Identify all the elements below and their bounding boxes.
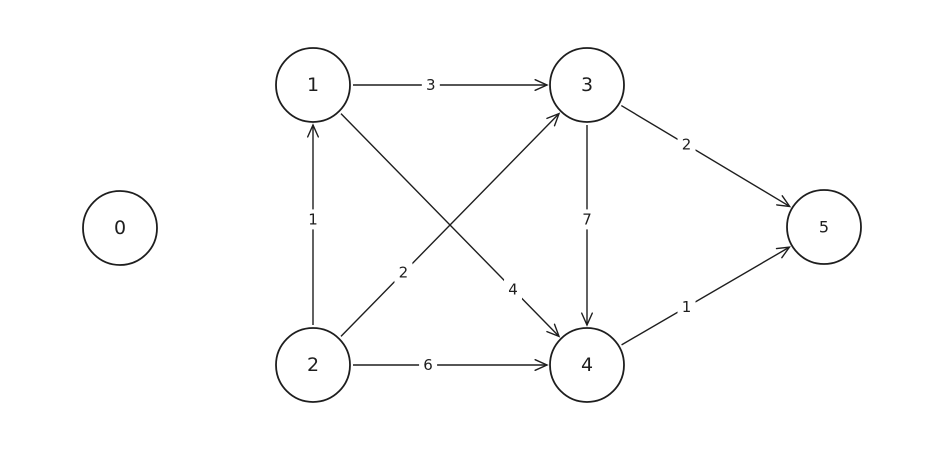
edge-4-5: 1 — [621, 246, 791, 346]
nodes-layer: 0 1 2 3 4 5 — [82, 47, 862, 403]
node-label: 2 — [307, 354, 319, 376]
edge-2-1: 1 — [304, 123, 322, 325]
arrowhead-icon — [580, 312, 594, 327]
arrowhead-icon — [775, 246, 791, 259]
edge-line-2-3 — [340, 113, 560, 337]
edge-label-background — [677, 297, 696, 318]
node-label: 3 — [581, 74, 593, 96]
edge-label-background — [304, 209, 322, 230]
edge-weight-label: 4 — [508, 280, 518, 298]
edge-weight-label: 1 — [682, 298, 692, 316]
node-2: 2 — [275, 327, 351, 403]
node-circle — [82, 190, 158, 266]
node-circle — [275, 47, 351, 123]
node-circle — [549, 327, 625, 403]
edge-label-background — [394, 262, 413, 283]
edge-label-background — [677, 134, 696, 155]
edge-3-4: 7 — [578, 125, 596, 327]
arrowhead-icon — [534, 78, 549, 92]
node-circle — [549, 47, 625, 123]
node-circle — [786, 189, 862, 265]
node-5: 5 — [786, 189, 862, 265]
node-label: 1 — [307, 74, 319, 96]
node-label: 5 — [819, 218, 829, 237]
edge-line-3-5 — [620, 104, 791, 208]
edge-label-background — [578, 209, 596, 230]
arrowhead-icon — [546, 112, 561, 127]
edge-label-background — [504, 279, 523, 300]
edge-2-4: 6 — [353, 355, 549, 375]
edge-weight-label: 7 — [582, 210, 592, 228]
edges-layer: 3 4 1 2 6 7 2 1 — [304, 75, 792, 375]
arrowhead-icon — [306, 123, 320, 138]
edge-3-5: 2 — [620, 104, 792, 208]
edge-2-3: 2 — [340, 112, 561, 337]
edge-label-background — [419, 355, 438, 375]
edge-line-4-5 — [621, 246, 790, 346]
edge-weight-label: 6 — [423, 356, 433, 374]
node-4: 4 — [549, 327, 625, 403]
arrowhead-icon — [546, 323, 561, 338]
arrowhead-icon — [776, 195, 792, 208]
edge-1-3: 3 — [353, 75, 549, 95]
node-0: 0 — [82, 190, 158, 266]
node-label: 4 — [581, 354, 593, 376]
arrowhead-icon — [534, 358, 549, 372]
node-3: 3 — [549, 47, 625, 123]
edge-weight-label: 2 — [682, 136, 692, 154]
node-label: 0 — [114, 217, 126, 239]
node-1: 1 — [275, 47, 351, 123]
edge-weight-label: 1 — [308, 210, 318, 228]
edge-label-background — [421, 75, 440, 95]
node-circle — [275, 327, 351, 403]
edge-weight-label: 3 — [426, 76, 436, 94]
edge-weight-label: 2 — [399, 264, 409, 282]
